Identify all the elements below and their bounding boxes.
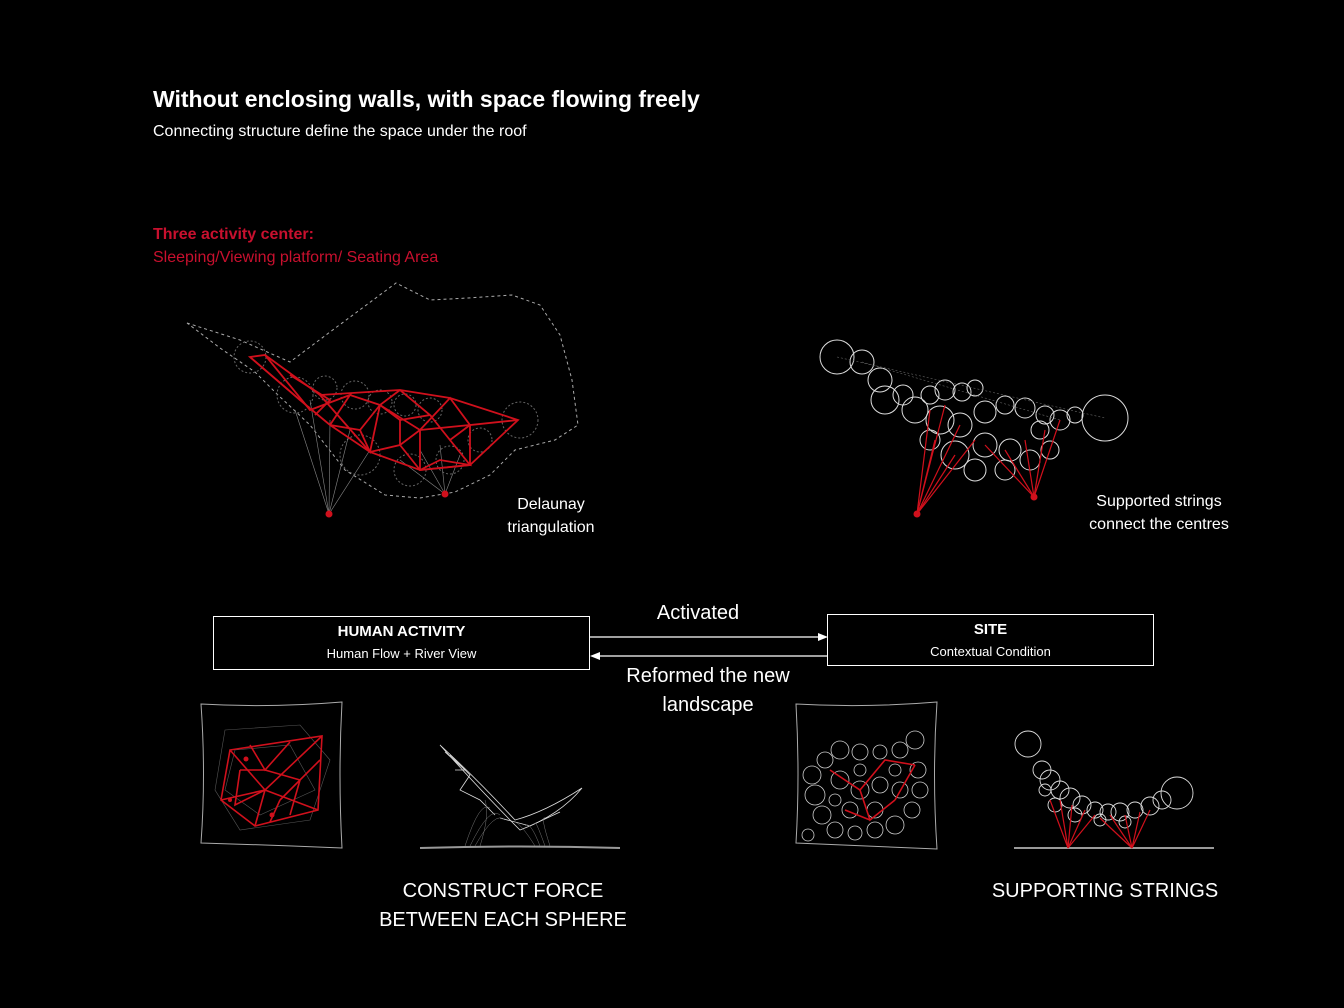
reformed-label-line-1: Reformed the new xyxy=(626,665,790,687)
site-box: SITE Contextual Condition xyxy=(827,614,1154,666)
delaunay-caption-line-1: Delaunay xyxy=(517,496,585,513)
construct-force-caption: CONSTRUCT FORCE BETWEEN EACH SPHERE xyxy=(373,877,633,935)
human-activity-subtitle: Human Flow + River View xyxy=(326,646,477,661)
human-activity-title: HUMAN ACTIVITY xyxy=(337,623,466,640)
plan-mesh-drawing xyxy=(200,701,343,849)
force-elevation-drawing xyxy=(419,744,621,849)
site-subtitle: Contextual Condition xyxy=(930,644,1051,659)
supporting-strings-drawing xyxy=(1014,730,1214,849)
strings-caption: Supported strings connect the centres xyxy=(1069,490,1249,536)
construct-force-line-1: CONSTRUCT FORCE xyxy=(402,880,604,902)
delaunay-diagram xyxy=(186,282,579,518)
strings-caption-line-1: Supported strings xyxy=(1096,493,1222,510)
delaunay-caption-line-2: triangulation xyxy=(507,519,595,536)
page-title: Without enclosing walls, with space flow… xyxy=(153,86,700,112)
reformed-label: Reformed the new landscape xyxy=(598,662,818,720)
plan-circles-drawing xyxy=(795,701,938,850)
activity-heading: Three activity center: xyxy=(153,226,314,243)
supporting-strings-caption: SUPPORTING STRINGS xyxy=(991,880,1219,902)
flow-arrows xyxy=(590,633,828,660)
strings-caption-line-2: connect the centres xyxy=(1089,516,1229,533)
reformed-label-line-2: landscape xyxy=(662,694,754,716)
site-title: SITE xyxy=(973,621,1008,638)
activated-label: Activated xyxy=(656,602,740,624)
activity-items: Sleeping/Viewing platform/ Seating Area xyxy=(153,249,439,266)
human-activity-box: HUMAN ACTIVITY Human Flow + River View xyxy=(213,616,590,670)
page-subtitle: Connecting structure define the space un… xyxy=(153,123,527,140)
construct-force-line-2: BETWEEN EACH SPHERE xyxy=(379,909,627,931)
delaunay-caption: Delaunay triangulation xyxy=(481,493,621,539)
strings-diagram xyxy=(819,339,1129,518)
